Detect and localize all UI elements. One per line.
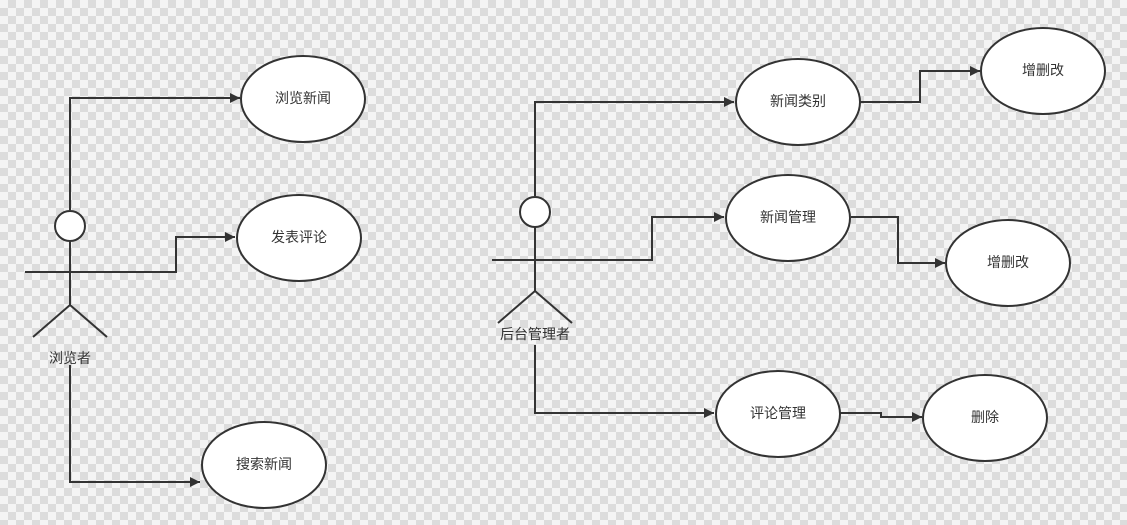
connector-viewer-search bbox=[69, 365, 200, 487]
connector-commentmgr-delete bbox=[840, 412, 922, 422]
actor-leg-left bbox=[497, 290, 536, 324]
connectors bbox=[69, 66, 980, 487]
use-case-label: 浏览新闻 bbox=[275, 91, 331, 107]
connector-category-crud bbox=[860, 66, 980, 103]
use-case-label: 新闻类别 bbox=[770, 94, 826, 110]
use-case-label: 增删改 bbox=[987, 255, 1029, 271]
actor-leg-left bbox=[32, 304, 71, 338]
use-case-ellipse[interactable] bbox=[725, 174, 851, 262]
use-case-label: 新闻管理 bbox=[760, 210, 816, 226]
actor-leg-right bbox=[534, 290, 573, 324]
use-case-label: 删除 bbox=[971, 410, 999, 426]
use-case-ellipse[interactable] bbox=[735, 58, 861, 146]
use-case-ellipse[interactable] bbox=[980, 27, 1106, 115]
use-case-browse[interactable]: 浏览新闻 bbox=[240, 55, 366, 143]
actor-admin bbox=[492, 196, 578, 324]
use-case-delete[interactable]: 删除 bbox=[922, 374, 1048, 462]
use-case-ellipse[interactable] bbox=[922, 374, 1048, 462]
actor-head bbox=[519, 196, 551, 228]
use-case-ellipse[interactable] bbox=[236, 194, 362, 282]
connector-admin-commentmgr bbox=[534, 345, 714, 418]
actor-viewer bbox=[25, 210, 118, 338]
connector-viewer-browse bbox=[69, 93, 240, 210]
connector-viewer-comment bbox=[70, 232, 235, 273]
use-case-label: 搜索新闻 bbox=[236, 456, 292, 473]
actor-leg-right bbox=[69, 304, 108, 338]
actor-head bbox=[54, 210, 86, 242]
connector-newsmgr-crud bbox=[851, 216, 945, 268]
use-case-label: 增删改 bbox=[1022, 63, 1064, 79]
use-case-comment[interactable]: 发表评论 bbox=[236, 194, 362, 282]
use-case-ellipse[interactable] bbox=[240, 55, 366, 143]
use-case-news-crud[interactable]: 增删改 bbox=[945, 219, 1071, 307]
use-case-category-crud[interactable]: 增删改 bbox=[980, 27, 1106, 115]
use-case-ellipse[interactable] bbox=[715, 370, 841, 458]
use-case-search[interactable]: 搜索新闻 bbox=[201, 421, 327, 509]
use-case-category[interactable]: 新闻类别 bbox=[735, 58, 861, 146]
use-case-ellipse[interactable] bbox=[201, 421, 327, 509]
connector-admin-category bbox=[534, 97, 734, 196]
use-case-ellipse[interactable] bbox=[945, 219, 1071, 307]
actor-label-viewer: 浏览者 bbox=[49, 351, 91, 367]
connector-admin-newsmgr bbox=[535, 212, 724, 261]
use-case-label: 发表评论 bbox=[271, 230, 327, 246]
use-case-newsmgr[interactable]: 新闻管理 bbox=[725, 174, 851, 262]
actor-label-admin: 后台管理者 bbox=[500, 327, 570, 343]
use-case-label: 评论管理 bbox=[750, 406, 806, 422]
use-case-commentmgr[interactable]: 评论管理 bbox=[715, 370, 841, 458]
